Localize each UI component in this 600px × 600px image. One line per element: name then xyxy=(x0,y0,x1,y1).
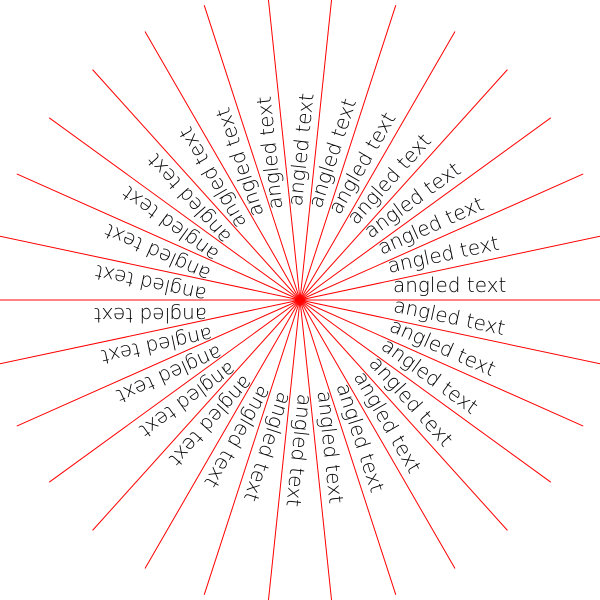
ray-line xyxy=(267,0,301,301)
ray-line xyxy=(299,235,600,301)
ray-line xyxy=(203,299,301,595)
ray-line xyxy=(16,299,301,427)
ray-line xyxy=(144,31,301,301)
ray-line xyxy=(299,299,508,531)
ray-line xyxy=(267,299,301,600)
ray-line xyxy=(299,117,552,301)
ray-line xyxy=(92,69,301,301)
ray-line xyxy=(48,117,301,301)
ray-line xyxy=(299,299,584,427)
angled-text-label: angled text xyxy=(94,303,207,327)
ray-line xyxy=(92,299,301,531)
ray-line xyxy=(0,235,301,301)
ray-line xyxy=(299,31,456,301)
ray-line xyxy=(16,173,301,301)
ray-line xyxy=(299,299,456,569)
ray-line xyxy=(299,0,333,301)
ray-line xyxy=(299,173,584,301)
ray-line xyxy=(48,299,301,483)
ray-line xyxy=(299,299,397,595)
ray-line xyxy=(144,299,301,569)
ray-line xyxy=(203,5,301,301)
ray-line xyxy=(299,69,508,301)
ray-line xyxy=(299,299,600,365)
ray-line xyxy=(299,299,333,600)
ray-line xyxy=(0,299,301,365)
ray-line xyxy=(299,5,397,301)
angled-text-label: angled text xyxy=(393,273,506,297)
ray-line xyxy=(299,299,552,483)
